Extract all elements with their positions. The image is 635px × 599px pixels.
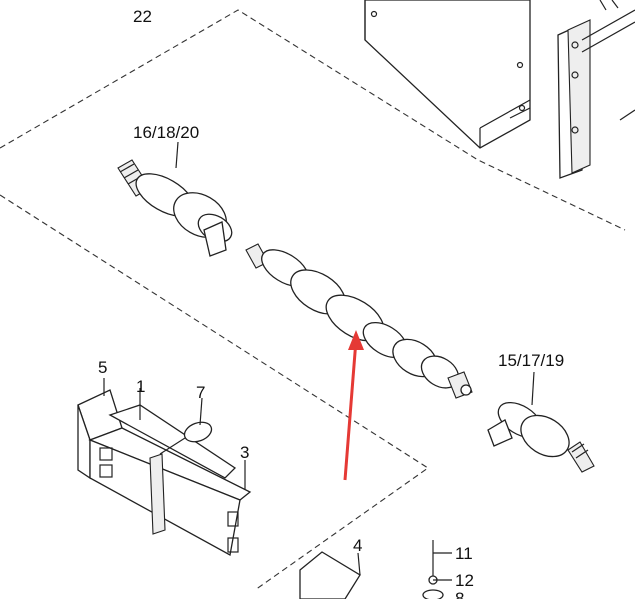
callout-7: 7 (196, 383, 205, 402)
bottom-parts (299, 540, 452, 599)
callout-12: 12 (455, 571, 474, 590)
callout-22: 22 (133, 7, 152, 26)
callout-1: 1 (136, 377, 145, 396)
callout-5: 5 (98, 358, 107, 377)
callout-4: 4 (353, 536, 362, 555)
callout-3: 3 (240, 443, 249, 462)
central-auger (245, 243, 473, 399)
annotation-arrow (343, 330, 364, 481)
callout-11: 11 (455, 544, 473, 563)
callout-8: 8 (455, 589, 464, 599)
upper-auger (117, 141, 233, 257)
bracket-assembly (77, 378, 252, 557)
side-bracket (557, 0, 635, 179)
callout-16-18-20: 16/18/20 (133, 123, 199, 142)
lower-auger (487, 371, 595, 473)
housing-frame (364, 0, 531, 149)
callout-15-17-19: 15/17/19 (498, 351, 564, 370)
